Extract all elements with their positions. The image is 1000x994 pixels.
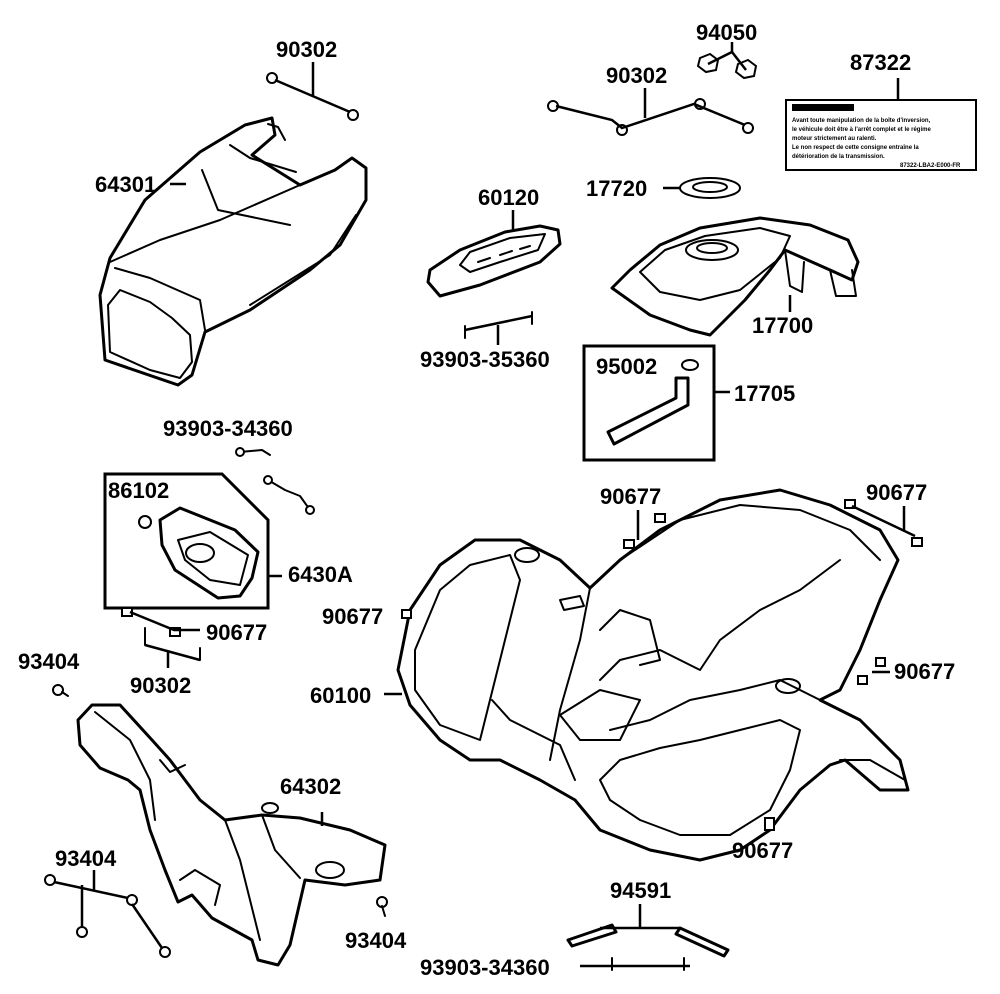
front-bumper-64302 (76, 703, 387, 967)
svg-text:87322-LBA2-E000-FR: 87322-LBA2-E000-FR (900, 163, 961, 169)
seal-ring-17720 (663, 177, 741, 199)
label-90677-left: 90677 (206, 620, 267, 645)
headlight-assy-box (103, 472, 270, 610)
svg-text:Le non respect de cette consig: Le non respect de cette consigne entraîn… (792, 145, 919, 151)
label-90677-right-top: 90677 (866, 480, 927, 505)
svg-text:Avant toute manipulation de la: Avant toute manipulation de la boîte d'i… (792, 118, 931, 124)
label-64301: 64301 (95, 172, 156, 197)
clip-90677-bottom (764, 817, 775, 831)
screws-93903-34360-top (235, 447, 315, 515)
screws-93903-34360-bottom (580, 957, 690, 971)
label-93404-top: 93404 (18, 649, 80, 674)
clips-90677-left (121, 607, 200, 637)
label-64302: 64302 (280, 774, 341, 799)
warning-decal-87322: Avant toute manipulation de la boîte d'i… (785, 78, 977, 171)
label-90302-left: 90302 (130, 673, 191, 698)
label-94591: 94591 (610, 878, 671, 903)
front-fender-60100 (396, 488, 910, 862)
label-17720: 17720 (586, 176, 647, 201)
label-86102: 86102 (108, 478, 169, 503)
breather-hose-box (582, 344, 716, 462)
label-6430A: 6430A (288, 562, 353, 587)
label-94050: 94050 (696, 20, 757, 45)
panel-60120 (426, 210, 562, 298)
label-93404-left: 93404 (55, 846, 117, 871)
bolts-90302-top-right (547, 88, 754, 136)
label-87322: 87322 (850, 50, 911, 75)
label-90677-mid: 90677 (322, 604, 383, 629)
svg-text:le véhicule doit être à l'arrê: le véhicule doit être à l'arrêt complet … (792, 127, 931, 133)
brackets-94591 (566, 904, 730, 958)
label-93903-34360-bottom: 93903-34360 (420, 955, 550, 980)
clips-90677-right-top (844, 499, 923, 547)
label-93903-35360: 93903-35360 (420, 347, 550, 372)
label-90302-top-left: 90302 (276, 37, 337, 62)
label-90302-top-right: 90302 (606, 63, 667, 88)
bolts-90302-top-left (266, 62, 359, 121)
nuts-94050 (696, 42, 758, 80)
headlight-6430A (138, 506, 260, 600)
label-93903-34360-top: 93903-34360 (163, 416, 293, 441)
label-95002: 95002 (596, 354, 657, 379)
label-60120: 60120 (478, 185, 539, 210)
clip-90677-center-top (623, 510, 666, 549)
svg-text:détérioration de la transmissi: détérioration de la transmission. (792, 154, 885, 160)
label-17700: 17700 (752, 313, 813, 338)
tank-cover-17700 (610, 216, 860, 337)
label-17705: 17705 (734, 381, 795, 406)
clips-90677-right-mid (857, 657, 890, 685)
label-90677-right-mid: 90677 (894, 659, 955, 684)
screw-93404-bottom (376, 896, 388, 917)
screw-93404-top (52, 684, 69, 697)
screws-93903-35360 (464, 311, 533, 345)
clip-90677-mid (401, 609, 412, 619)
screws-93404-left (44, 870, 171, 958)
front-upper-cover-64301 (98, 116, 368, 387)
label-93404-bottom: 93404 (345, 928, 407, 953)
bolts-90302-left (144, 627, 201, 668)
breather-hose-17705 (606, 359, 730, 446)
label-60100: 60100 (310, 683, 371, 708)
label-90677-bottom: 90677 (732, 838, 793, 863)
label-90677-center-top: 90677 (600, 484, 661, 509)
svg-text:moteur strictement au ralenti.: moteur strictement au ralenti. (792, 136, 877, 142)
